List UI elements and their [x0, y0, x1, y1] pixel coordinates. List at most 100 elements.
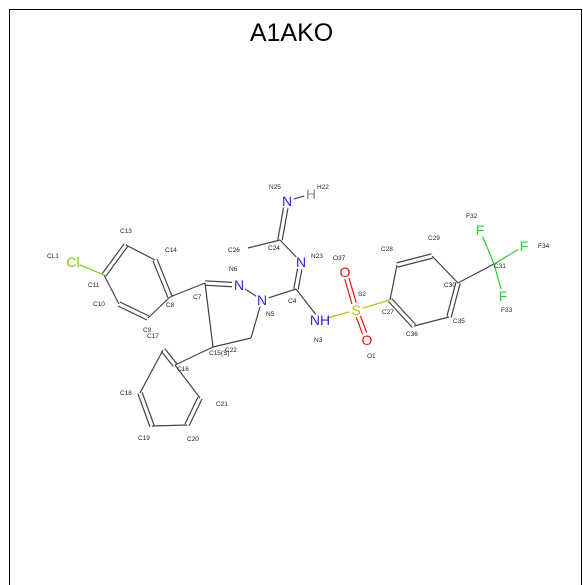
bond-C4-N5 [268, 288, 297, 299]
atom-label-c17: C17 [147, 333, 159, 340]
bond-C18-C19 [141, 392, 155, 426]
bond-S2-O1 [355, 317, 364, 335]
bond-N6-C7 [204, 284, 232, 288]
bond-C19-C20 [151, 424, 188, 427]
atom-symbol-h22: H [306, 186, 316, 202]
bond-N5-N6 [244, 288, 257, 297]
bond-C15-C22 [212, 337, 252, 348]
atom-symbol-n6: N [234, 277, 244, 293]
atom-label-c19: C19 [138, 435, 150, 442]
bond-C8-C9 [147, 296, 171, 319]
atom-symbol-o37: O [340, 264, 351, 280]
bond-N25-C24 [281, 208, 289, 241]
atom-symbol-f32: F [476, 222, 485, 238]
atom-symbol-o1: O [362, 332, 373, 348]
atom-label-c7: C7 [193, 294, 202, 301]
atom-symbol-cl1: Cl [66, 254, 79, 270]
bond-C31-F33 [493, 263, 502, 290]
atom-label-c16: C16 [177, 366, 189, 373]
bond-N3-S2 [326, 311, 350, 319]
bond-C7-C8 [169, 282, 206, 298]
atom-label-c36: C36 [406, 331, 418, 338]
bond-C16-C17 [164, 348, 178, 365]
bond-C36-C27 [391, 298, 417, 325]
atom-label-f32: F32 [466, 213, 478, 220]
atom-label-c13: C13 [120, 228, 132, 235]
bond-C29-C30 [431, 255, 459, 284]
bond-N25-H22 [293, 195, 305, 200]
bond-C7-C15 [204, 282, 214, 348]
atom-label-c27: C27 [382, 309, 394, 316]
atom-label-c22: C22 [225, 347, 237, 354]
bond-C10-C11 [103, 274, 120, 305]
bond-C11-CL1 [79, 264, 105, 276]
bond-C28-C29 [397, 257, 433, 268]
bond-N23-C4 [297, 269, 303, 290]
atom-symbol-f34: F [520, 238, 529, 254]
bond-C14-C8 [156, 258, 173, 297]
bonds-layer [79, 195, 519, 427]
atom-label-c24: C24 [268, 245, 280, 252]
atom-label-n23: N23 [311, 253, 323, 260]
bond-C24-N23 [279, 239, 297, 258]
atom-label-c4: C4 [288, 298, 297, 305]
bond-C11-C13 [105, 245, 129, 277]
bond-C30-C35 [450, 283, 461, 318]
bond-N23-C4 [293, 268, 299, 289]
atom-symbol-n23: N [296, 254, 306, 270]
atom-symbol-n5: N [257, 292, 267, 308]
atom-label-c35: C35 [453, 318, 465, 325]
atom-label-c21: C21 [216, 401, 228, 408]
bond-S2-O37 [348, 277, 357, 303]
bond-C17-C18 [139, 349, 164, 394]
atom-label-c15: C15(S) [209, 350, 230, 357]
bond-C4-N3 [295, 288, 317, 315]
atom-label-c28: C28 [381, 246, 393, 253]
bond-C35-C36 [413, 316, 450, 327]
atom-label-n3: N3 [314, 337, 323, 344]
atom-label-o1: O1 [367, 353, 376, 360]
bond-C36-C27 [387, 301, 413, 328]
bond-C30-C35 [446, 282, 457, 317]
molecule-frame [9, 9, 582, 585]
bond-C24-C26 [247, 239, 281, 249]
atom-symbol-n25: N [282, 193, 292, 209]
bond-C21-C16 [174, 364, 201, 399]
atom-label-c18: C18 [120, 390, 132, 397]
atom-label-c8: C8 [166, 302, 175, 309]
bond-S2-O37 [344, 279, 353, 305]
atom-label-c29: C29 [428, 235, 440, 242]
molecule-title: A1AKO [249, 19, 334, 47]
bond-N6-C7 [205, 280, 233, 283]
bond-C30-C31 [457, 263, 495, 284]
atom-label-n5: N5 [266, 311, 275, 318]
atom-label-f34: F34 [538, 243, 550, 250]
atom-label-c20: C20 [187, 436, 199, 443]
atom-label-f33: F33 [501, 307, 513, 314]
bond-C15-C16 [174, 346, 214, 366]
atom-label-c9: C9 [143, 327, 152, 334]
bond-C20-C21 [188, 398, 203, 427]
bond-C20-C21 [184, 396, 199, 425]
atom-symbol-n3: NH [310, 312, 330, 328]
bond-C28-C29 [396, 253, 432, 264]
bond-C31-F32 [482, 236, 495, 265]
atom-symbol-f33: F [499, 288, 508, 304]
bond-S2-C27 [362, 299, 391, 309]
bond-C22-N5 [250, 306, 261, 339]
atom-label-c31: C31 [494, 263, 506, 270]
atom-label-n25: N25 [269, 184, 281, 191]
atom-label-c30: C30 [444, 282, 456, 289]
bond-C27-C28 [389, 264, 398, 301]
atom-label-c14: C14 [165, 247, 177, 254]
atom-symbol-s2: S [351, 302, 360, 318]
bond-N25-C24 [277, 207, 285, 240]
atom-label-c10: C10 [93, 301, 105, 308]
bond-C13-C14 [125, 244, 156, 261]
bond-C14-C8 [152, 260, 169, 299]
atom-label-cl1: CL1 [47, 253, 59, 260]
atom-label-c11: C11 [88, 282, 100, 289]
